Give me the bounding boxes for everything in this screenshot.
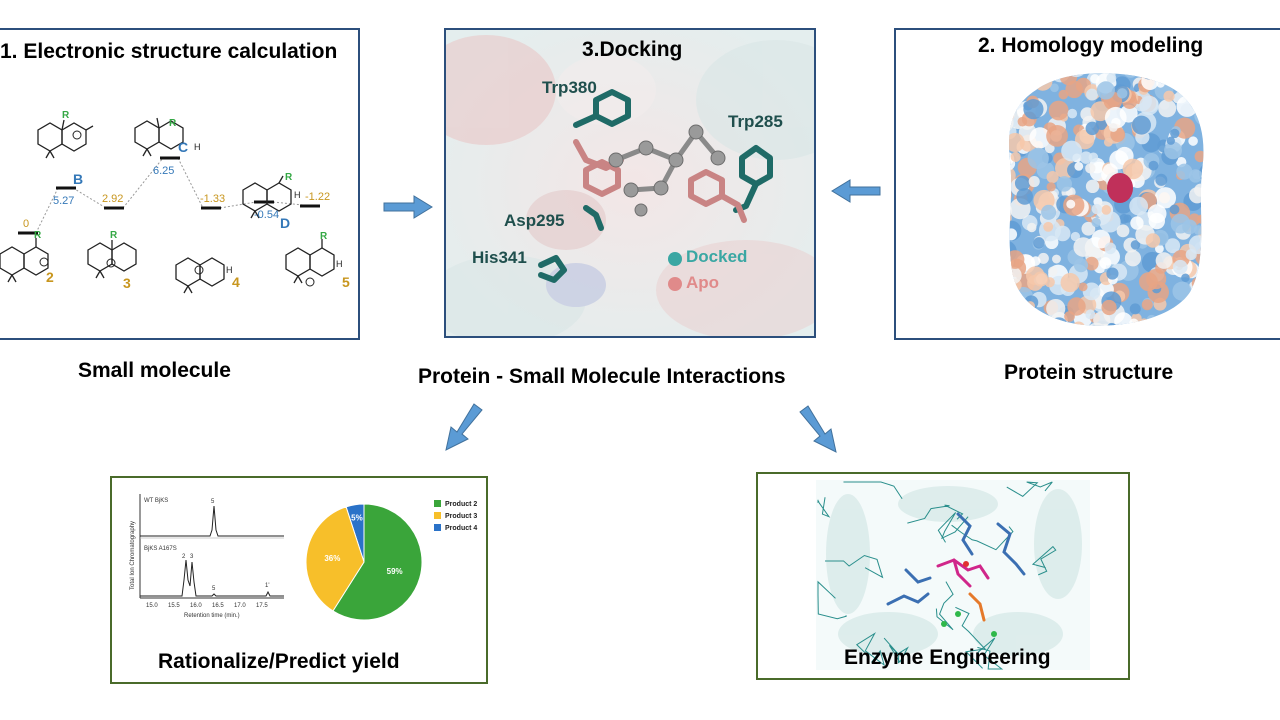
enzyme-panel: Enzyme Engineering <box>756 472 1130 680</box>
docking-panel: 3.Docking Trp380 Trp285 Asp295 His341 Do… <box>444 28 816 338</box>
r-label: R <box>169 118 177 129</box>
arrow-left <box>831 179 881 203</box>
peak-label: 2 <box>182 554 186 560</box>
legend-swatch <box>434 500 441 507</box>
cation-markers <box>39 130 315 287</box>
caption-small-molecule: Small molecule <box>78 359 231 382</box>
legend-dot-docked <box>668 252 682 266</box>
energy-diagram: R R R R R R H H H H B C D 2 3 4 5 0 5.27… <box>0 110 350 294</box>
pie-slice-product-3 <box>305 506 365 612</box>
yield-panel: WT BjKS BjKS A167S 5 2 3 5 1' 15.0 15.5 … <box>110 476 488 684</box>
h-label: H <box>294 190 301 200</box>
peak-label: 5 <box>211 499 215 505</box>
pie-data-label: 36% <box>324 554 340 563</box>
peak-label: 3 <box>190 554 194 560</box>
peak-label: 1' <box>265 583 269 589</box>
caption-protein-structure: Protein structure <box>1004 361 1174 384</box>
species-label-C: C <box>178 139 188 155</box>
yield-pie-chart: 5% 59% 36% Product 2 Product 3 Product 4 <box>305 500 477 621</box>
legend-swatch <box>434 524 441 531</box>
pie-data-label: 59% <box>387 567 403 576</box>
residue-label-his341: His341 <box>472 248 527 267</box>
panel-title-electronic: 1. Electronic structure calculation <box>0 40 338 63</box>
x-tick: 16.0 <box>190 603 202 609</box>
trace-label-mutant: BjKS A167S <box>144 546 177 552</box>
legend-label-apo: Apo <box>686 273 720 292</box>
h-label: H <box>336 259 343 269</box>
y-axis-label: Total Ion Chromatography <box>130 521 136 590</box>
h-labels: H H H H <box>194 142 343 275</box>
r-group-labels: R R R R R R <box>34 110 328 242</box>
arrow-right <box>383 195 433 219</box>
legend-label-docked: Docked <box>686 247 748 266</box>
species-label-5: 5 <box>342 274 350 290</box>
panel-title-enzyme: Enzyme Engineering <box>844 646 1051 669</box>
species-label-2: 2 <box>46 269 54 285</box>
enzyme-structure-image <box>816 480 1090 670</box>
energy-D: -0.54 <box>254 209 279 221</box>
species-label-D: D <box>280 215 290 231</box>
energy-C: 6.25 <box>153 165 174 177</box>
legend-label: Product 3 <box>445 513 477 520</box>
legend-label: Product 4 <box>445 525 477 532</box>
homology-panel: 2. Homology modeling <box>894 28 1280 340</box>
species-label-B: B <box>73 171 83 187</box>
electronic-structure-panel: 1. Electronic structure calculation <box>0 28 360 340</box>
ligand-site <box>1107 173 1133 203</box>
r-label: R <box>34 230 42 241</box>
energy-3: 2.92 <box>102 193 123 205</box>
residue-label-trp380: Trp380 <box>542 78 597 97</box>
panel-title-homology: 2. Homology modeling <box>978 34 1204 57</box>
chromatogram: WT BjKS BjKS A167S 5 2 3 5 1' 15.0 15.5 … <box>130 494 284 619</box>
protein-surface-image <box>1009 73 1204 326</box>
h-label: H <box>194 142 201 152</box>
x-tick: 15.0 <box>146 603 158 609</box>
r-label: R <box>62 110 70 121</box>
panel-title-docking: 3.Docking <box>582 38 683 61</box>
x-tick: 17.5 <box>256 603 268 609</box>
molecule-structures <box>0 117 335 294</box>
energy-B: 5.27 <box>53 195 74 207</box>
caption-interactions: Protein - Small Molecule Interactions <box>418 365 786 388</box>
residue-label-asp295: Asp295 <box>504 211 565 230</box>
x-tick: 16.5 <box>212 603 224 609</box>
peak-label: 5 <box>212 586 216 592</box>
species-label-4: 4 <box>232 274 240 290</box>
arrow-down-right <box>799 405 837 453</box>
x-axis-label: Retention time (min.) <box>184 613 240 619</box>
trace-label-wt: WT BjKS <box>144 498 168 504</box>
r-label: R <box>110 230 118 241</box>
r-label: R <box>285 172 293 183</box>
energy-5: -1.22 <box>305 191 330 203</box>
panel-title-yield: Rationalize/Predict yield <box>158 650 400 673</box>
species-label-3: 3 <box>123 275 131 291</box>
r-label: R <box>320 231 328 242</box>
residue-label-trp285: Trp285 <box>728 112 783 131</box>
energy-4: -1.33 <box>200 193 225 205</box>
pie-data-label: 5% <box>351 513 363 522</box>
legend-swatch <box>434 512 441 519</box>
legend-dot-apo <box>668 277 682 291</box>
arrow-down-left <box>445 403 483 451</box>
legend-label: Product 2 <box>445 501 477 508</box>
x-tick: 15.5 <box>168 603 180 609</box>
energy-2: 0 <box>23 218 29 230</box>
pie-slice-product-2 <box>332 503 423 621</box>
x-tick: 17.0 <box>234 603 246 609</box>
docking-image <box>446 30 814 336</box>
h-label: H <box>226 265 233 275</box>
